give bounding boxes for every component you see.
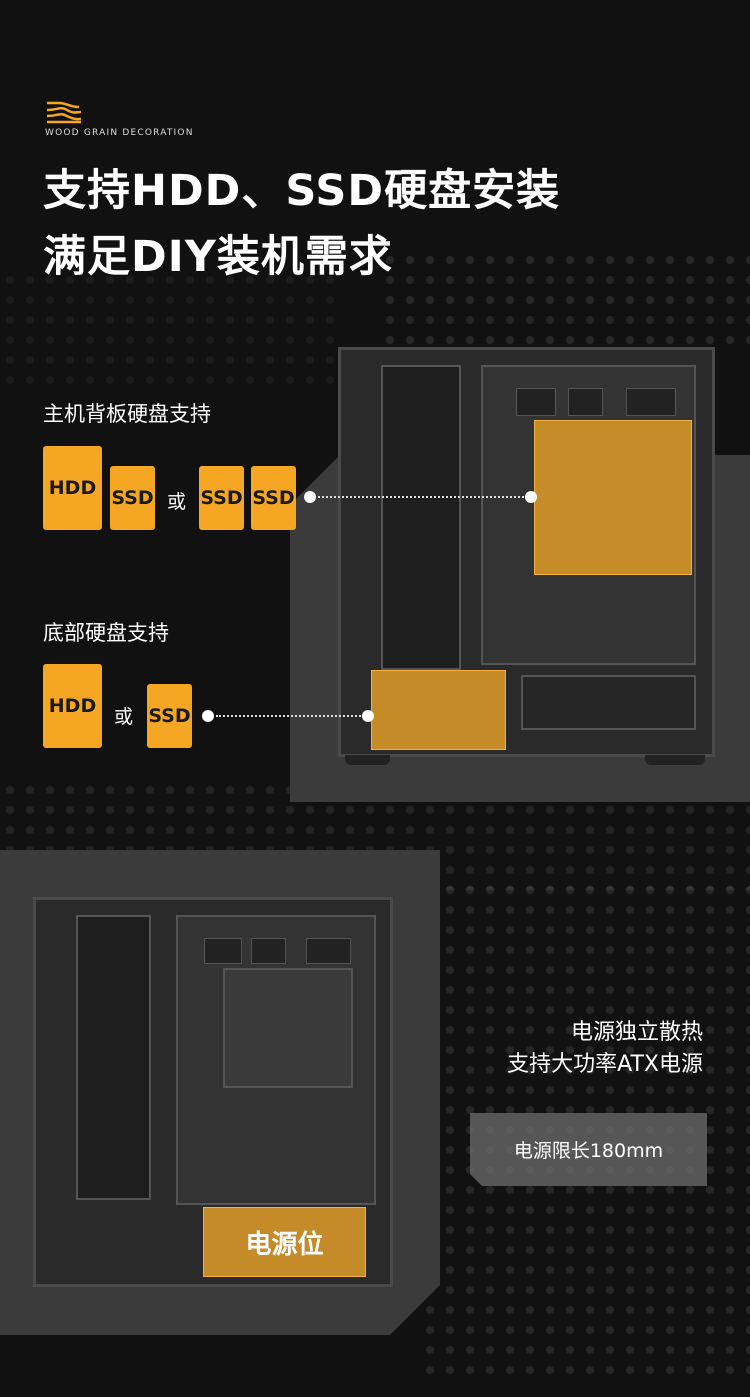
ssd-badge: SSD	[199, 466, 244, 530]
ssd-badge: SSD	[147, 684, 192, 748]
logo	[45, 100, 83, 124]
psu-line1: 电源独立散热	[570, 1020, 703, 1045]
or-label: 或	[167, 491, 187, 513]
bottom-title: 底部硬盘支持	[43, 621, 169, 645]
bottom-drive-cage	[371, 670, 506, 750]
hdd-badge: HDD	[43, 664, 102, 748]
back-panel-title: 主机背板硬盘支持	[43, 402, 211, 426]
pointer-dot	[362, 710, 374, 722]
ssd-badge: SSD	[110, 466, 155, 530]
case-psu-view: 电源位	[33, 897, 393, 1287]
pointer-line	[318, 496, 528, 498]
headline-line2: 满足DIY装机需求	[43, 232, 393, 282]
psu-limit-text: 电源限长180mm	[513, 1140, 664, 1162]
pointer-line	[216, 715, 364, 717]
wood-grain-icon	[46, 101, 82, 124]
pointer-dot	[525, 491, 537, 503]
or-label: 或	[114, 706, 134, 728]
pointer-dot	[202, 710, 214, 722]
psu-bay: 电源位	[203, 1207, 366, 1277]
halftone-pattern	[380, 250, 750, 350]
psu-line2: 支持大功率ATX电源	[507, 1052, 703, 1077]
back-drive-tray	[534, 420, 692, 575]
hdd-badge: HDD	[43, 446, 102, 530]
pointer-dot	[304, 491, 316, 503]
headline-line1: 支持HDD、SSD硬盘安装	[43, 166, 561, 216]
brand-tagline: WOOD GRAIN DECORATION	[45, 128, 194, 138]
case-back-view	[338, 347, 715, 757]
psu-bay-label: 电源位	[245, 1229, 324, 1260]
halftone-pattern	[0, 270, 340, 390]
ssd-badge: SSD	[251, 466, 296, 530]
psu-limit-box: 电源限长180mm	[470, 1113, 707, 1186]
